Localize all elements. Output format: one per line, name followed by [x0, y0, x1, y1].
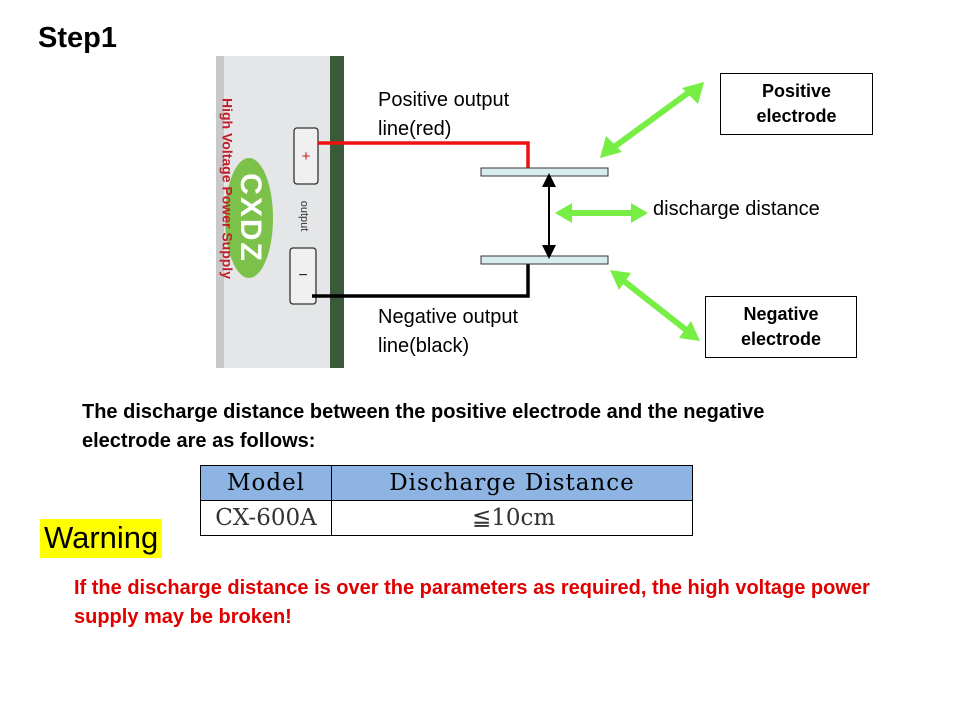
- column-header-distance: Discharge Distance: [331, 465, 693, 501]
- description-text: The discharge distance between the posit…: [82, 401, 765, 452]
- discharge-distance-pointer: [555, 203, 648, 223]
- spec-table: Model Discharge Distance CX-600A ≦10cm: [200, 465, 693, 536]
- plus-sign: +: [302, 148, 311, 165]
- device-brand-logo: CXDZ: [225, 158, 273, 278]
- positive-electrode-box: Positive electrode: [720, 73, 873, 135]
- product-name-text: High Voltage Power Supply: [219, 98, 235, 279]
- brand-text: CXDZ: [234, 173, 267, 263]
- negative-output-line-label: Negative output line(black): [378, 306, 519, 357]
- cell-distance: ≦10cm: [331, 500, 693, 536]
- warning-text: If the discharge distance is over the pa…: [74, 577, 870, 628]
- negative-terminal: [289, 247, 317, 305]
- discharge-distance-label: discharge distance: [653, 198, 820, 220]
- table-row: CX-600A ≦10cm: [200, 500, 693, 536]
- negative-electrode-pointer: [610, 270, 700, 341]
- negative-wire: [312, 264, 530, 298]
- table-header-row: Model Discharge Distance: [200, 465, 693, 501]
- positive-electrode-pointer: [600, 82, 704, 158]
- positive-output-line-label: Positive output line(red): [378, 89, 510, 140]
- warning-label: Warning: [40, 519, 163, 558]
- minus-sign: −: [298, 267, 307, 284]
- negative-electrode-box: Negative electrode: [705, 296, 857, 358]
- power-supply-image: CXDZ High Voltage Power Supply + output …: [216, 56, 344, 368]
- positive-wire: [318, 141, 530, 170]
- page-title: Step1: [38, 22, 117, 54]
- positive-terminal: [293, 127, 319, 185]
- wiring-diagram: [312, 82, 704, 341]
- cell-model: CX-600A: [200, 500, 332, 536]
- output-text: output: [298, 201, 310, 232]
- column-header-model: Model: [200, 465, 332, 501]
- positive-electrode-plate: [480, 167, 609, 177]
- negative-electrode-plate: [480, 255, 609, 265]
